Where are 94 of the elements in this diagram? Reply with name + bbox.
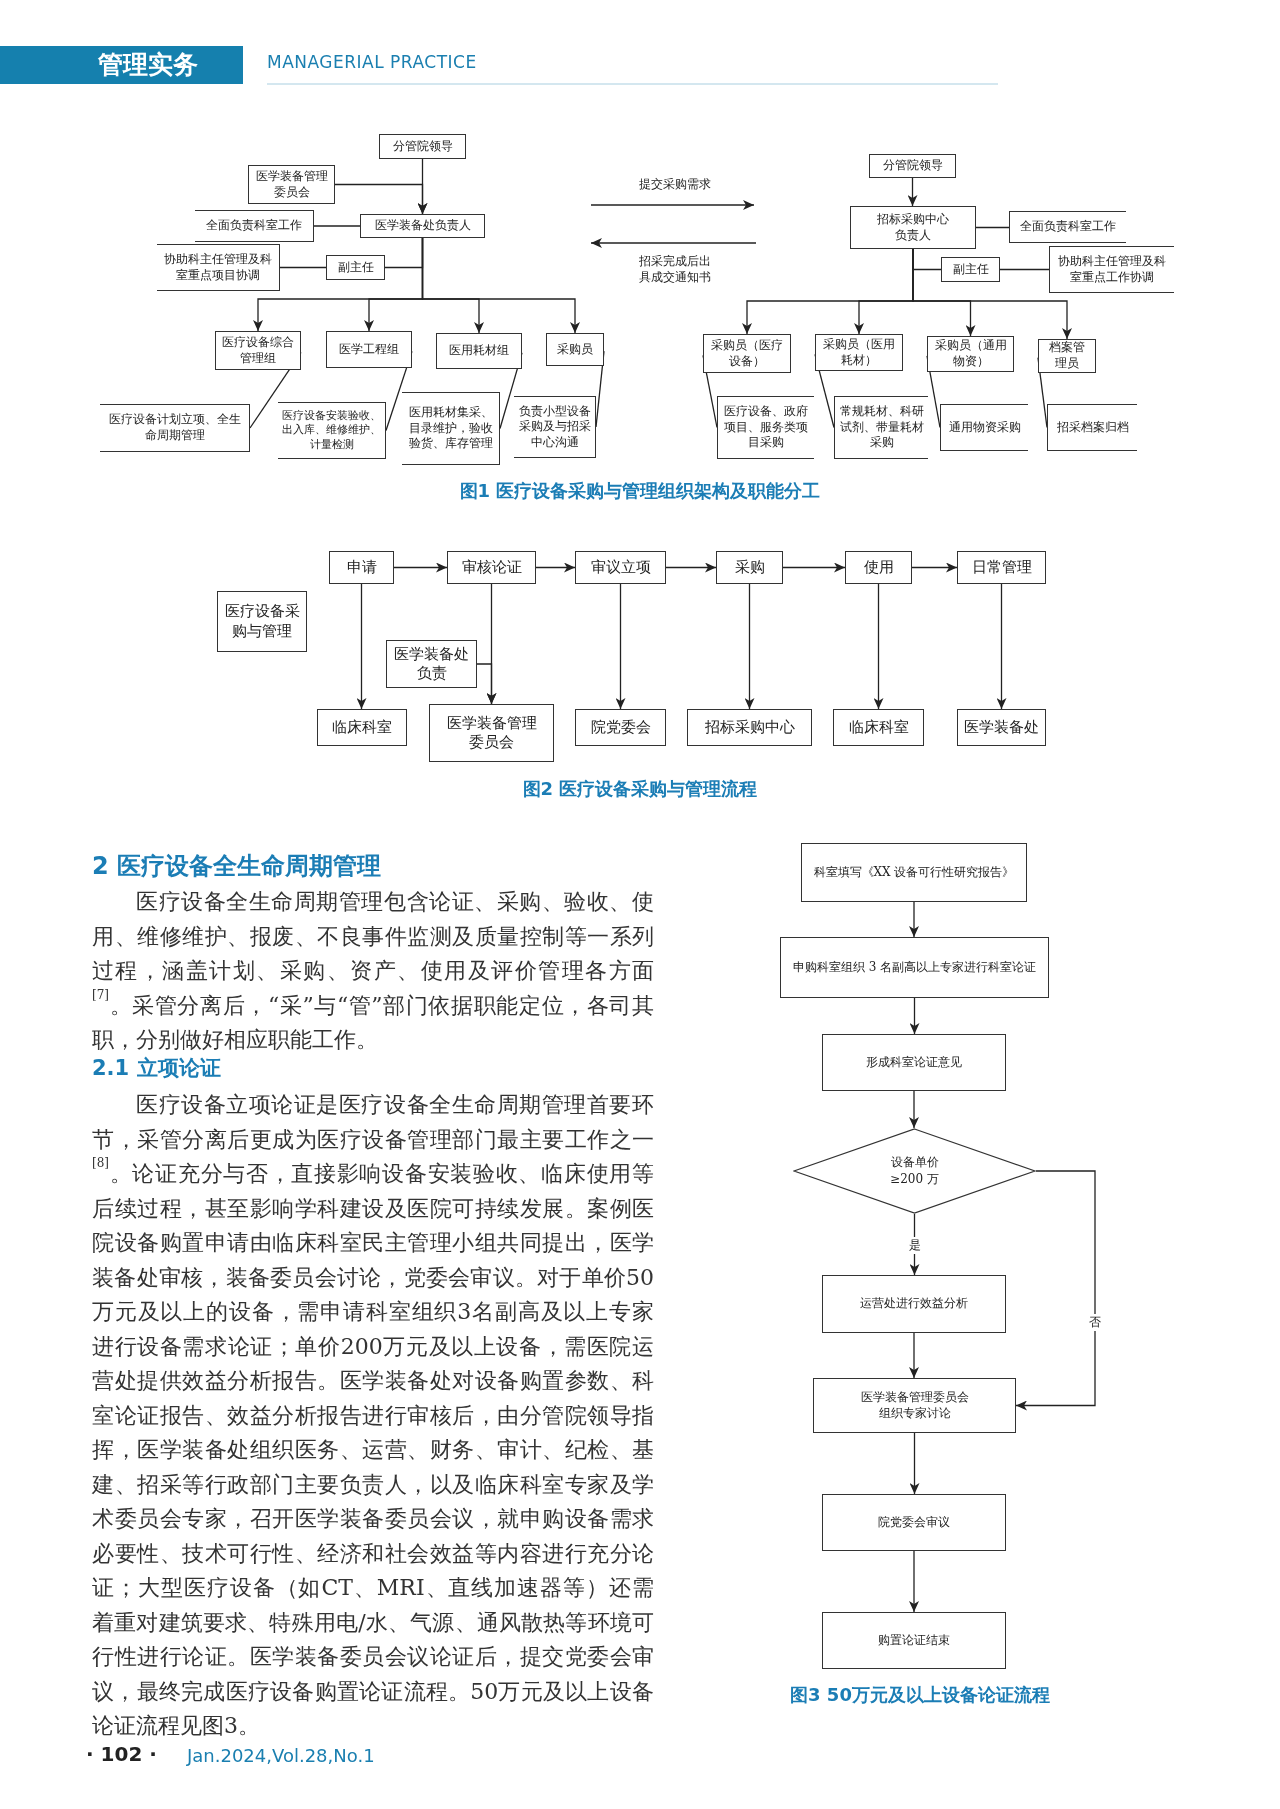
bracket-note: 通用物资采购: [940, 404, 1028, 451]
bracket-note: 负责小型设备采购及与招采中心沟通: [514, 396, 596, 458]
figure-caption: 图3 50万元及以上设备论证流程: [789, 1683, 1051, 1707]
bracket-note: 医疗设备安装验收、出入库、维修维护、计量检测: [278, 402, 386, 459]
arrow: [356, 583, 367, 710]
org-box: 采购员（医用耗材）: [815, 334, 903, 371]
edge-label: 否: [1087, 1313, 1103, 1331]
org-box: 医学装备管理委员会: [248, 165, 335, 204]
bracket-note: 全面负责科室工作: [195, 210, 314, 242]
figure-caption: 图1 医疗设备采购与管理组织架构及职能分工: [458, 479, 822, 503]
connector-line: [1037, 357, 1048, 429]
process-box: 临床科室: [317, 709, 407, 746]
org-box: 医用耗材组: [436, 333, 522, 369]
section-heading: 2 医疗设备全生命周期管理: [92, 851, 382, 882]
arrow: [912, 248, 1072, 340]
bracket-note: 医用耗材集采、目录维护，验收验货、库存管理: [402, 392, 500, 465]
arrow: [907, 177, 918, 207]
arrow: [334, 183, 428, 215]
arrow-label: 招采完成后出具成交通知书: [638, 253, 712, 286]
bracket-note: 医疗设备计划立项、全生命周期管理: [100, 404, 250, 452]
connector-line: [279, 266, 327, 269]
connector-line: [313, 225, 361, 227]
paragraph: 医疗设备全生命周期管理包含论证、采购、验收、使用、维修维护、报废、不良事件监测及质量控制等一系列过程，涵盖计划、采购、资产、使用及评价管理各方面$^{[7]}$。采管分离后，“采”与“管”部门依据职能定位，各司其职，分别做好相应职能工作。: [92, 888, 654, 1054]
bracket-note: 医疗设备、政府项目、服务类项目采购: [717, 396, 814, 459]
edge-label: 是: [906, 1236, 923, 1254]
arrow: [1015, 1170, 1096, 1411]
section-tab: 管理实务: [0, 46, 243, 84]
connector-line: [814, 353, 835, 429]
org-box: 分管院领导: [869, 154, 956, 178]
subsection-heading: 2.1 立项论证: [92, 1055, 221, 1082]
org-box: 分管院领导: [379, 134, 466, 159]
process-box: 使用: [845, 551, 912, 584]
paragraph: 医疗设备立项论证是医疗设备全生命周期管理首要环节，采管分离后更成为医疗设备管理部门最主要工作之一$^{[8]}$。论证充分与否，直接影响设备安装验收、临床使用等后续过程，甚至影响学科建设及医院可持续发展。案例医院设备购置申请由临床科室民主管理小组共同提出，医学装备处审核，装备委员会讨论，党委会审议。对于单价50万元及以上的设备，需申请科室组织3名副高及以上专家进行设备需求论证；单价200万元及以上设备，需医院运营处提供效益分析报告。医学装备处对设备购置参数、科室论证报告、效益分析报告进行审核后，由分管院领导指挥，医学装备处组织医务、运营、财务、审计、纪检、基建、招采等行政部门主要负责人，以及临床科室专家及学术委员会专家，召开医学装备委员会议，就申购设备需求必要性、技术可行性、经济和社会效益等内容进行充分论证；大型医疗设备（如CT、MRI、直线加速器等）还需着重对建筑要求、特殊用电/水、气源、通风散热等环境可行性进行论证。医学装备委员会议论证后，提交党委会审议，最终完成医疗设备购置论证流程。50万元及以上设备论证流程见图3。: [92, 1091, 654, 1740]
connector-line: [999, 268, 1050, 271]
org-box: 采购员: [546, 333, 604, 366]
process-box: 临床科室: [833, 709, 924, 746]
arrow-label: 提交采购需求: [638, 176, 712, 193]
arrow: [911, 562, 958, 573]
process-box: 采购: [716, 551, 783, 584]
arrow: [393, 562, 448, 573]
page-number: · 102 ·: [86, 1742, 157, 1766]
process-box: 日常管理: [957, 551, 1046, 584]
issue-info: Jan.2024,Vol.28,No.1: [187, 1745, 375, 1766]
process-box: 申购科室组织 3 名副高以上专家进行科室论证: [780, 937, 1049, 998]
arrow: [873, 583, 884, 710]
process-box: 审核论证: [447, 551, 536, 584]
org-box: 采购员（通用物资）: [927, 336, 1014, 372]
arrow: [909, 901, 919, 938]
arrow: [744, 583, 755, 710]
arrow: [476, 663, 497, 705]
org-box: 医学装备处负责人: [360, 214, 485, 238]
process-box: 购置论证结束: [822, 1612, 1006, 1669]
org-box: 医学工程组: [326, 331, 412, 368]
org-box: 招标采购中心负责人: [850, 206, 976, 249]
org-box: 档案管理员: [1038, 339, 1096, 373]
org-box: 医疗设备综合管理组: [215, 331, 301, 370]
org-box: 副主任: [941, 257, 1000, 282]
arrow: [909, 1432, 920, 1495]
bracket-note: 常规耗材、科研试剂、带量耗材采购: [834, 396, 928, 459]
arrow: [535, 562, 576, 573]
arrow: [909, 1332, 919, 1379]
org-box: 副主任: [326, 255, 385, 280]
process-box: 运营处进行效益分析: [822, 1275, 1006, 1333]
section-title: MANAGERIAL PRACTICE: [267, 52, 477, 72]
arrow: [665, 562, 717, 573]
decision-text: 设备单价≥200 万: [889, 1154, 940, 1188]
connector-line: [975, 226, 1010, 229]
bracket-note: 全面负责科室工作: [1009, 211, 1126, 243]
process-box: 审议立项: [575, 551, 666, 584]
connector-line: [926, 355, 941, 429]
arrow: [909, 1090, 919, 1129]
process-box: 医学装备处负责: [386, 640, 477, 688]
bracket-note: 协助科主任管理及科室重点项目协调: [157, 244, 280, 291]
process-box: 医疗设备采购与管理: [217, 591, 307, 652]
process-box: 院党委会审议: [822, 1494, 1006, 1551]
org-box: 采购员（医疗设备）: [703, 334, 791, 373]
arrow: [909, 1550, 919, 1613]
figure-caption: 图2 医疗设备采购与管理流程: [521, 777, 759, 801]
bracket-note: 招采档案归档: [1047, 404, 1137, 451]
process-box: 医学装备处: [957, 709, 1046, 746]
arrow: [996, 583, 1007, 710]
arrow: [421, 237, 580, 334]
process-box: 形成科室论证意见: [822, 1034, 1006, 1091]
arrow: [909, 997, 920, 1035]
process-box: 医学装备管理委员会组织专家讨论: [813, 1378, 1016, 1433]
connector-line: [595, 350, 605, 428]
process-box: 招标采购中心: [687, 709, 812, 746]
process-box: 院党委会: [575, 709, 666, 746]
process-box: 科室填写《XX 设备可行性研究报告》: [801, 843, 1027, 902]
bracket-note: 协助科主任管理及科室重点工作协调: [1049, 246, 1174, 293]
process-box: 医学装备管理委员会: [429, 704, 554, 762]
process-box: 申请: [329, 551, 394, 584]
arrow: [615, 583, 626, 710]
arrow: [782, 562, 846, 573]
